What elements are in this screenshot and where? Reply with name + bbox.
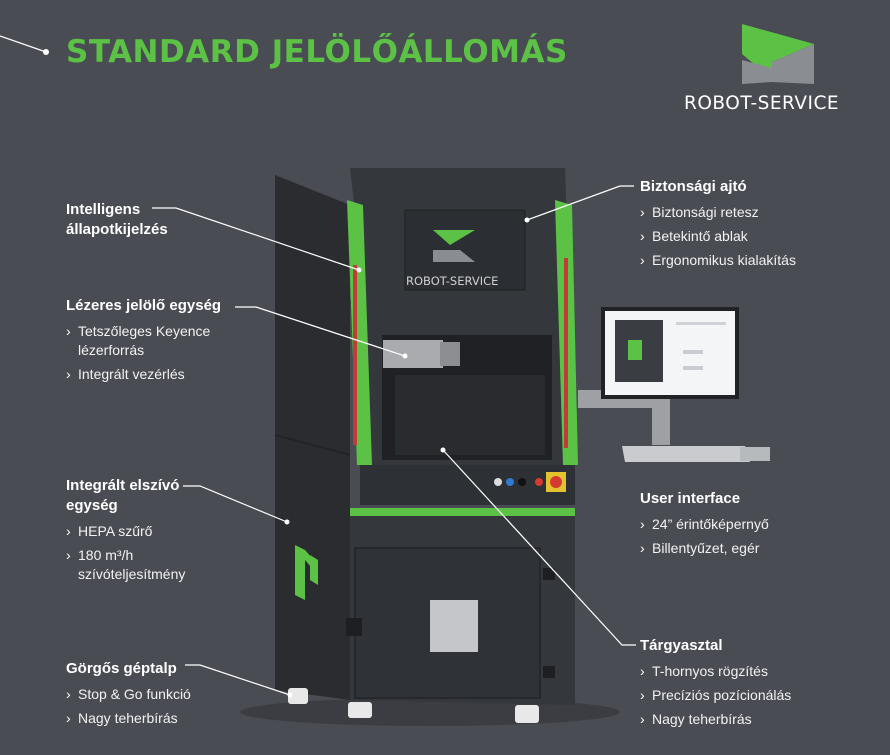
feature-heading: User interface [640, 490, 741, 507]
door-frame [350, 300, 570, 465]
hood-brand-text: ROBOT-SERVICE [406, 274, 498, 288]
feature-item: T-hornyos rögzítés [640, 662, 870, 681]
filter-grille [430, 600, 478, 652]
feature-heading: Integrált elszívó egység [66, 477, 180, 514]
monitor-screen [605, 311, 735, 395]
feature-work-table: Tárgyasztal T-hornyos rögzítés Precíziós… [640, 636, 870, 734]
hood-display-window [404, 209, 526, 291]
feature-item: Integrált vezérlés [66, 365, 296, 384]
handle-right [475, 306, 540, 316]
feature-item: Ergonomikus kialakítás [640, 251, 870, 270]
cabinet-side-panel [275, 175, 350, 700]
button-blue [506, 478, 514, 486]
side-logo-icon [295, 545, 318, 600]
green-band [350, 508, 575, 516]
laser-head [383, 340, 443, 368]
feature-item: Betekintő ablak [640, 227, 870, 246]
feature-item: Nagy teherbírás [640, 710, 870, 729]
brand-name: ROBOT-SERVICE [684, 93, 840, 114]
caster-right [515, 705, 539, 723]
feature-user-interface: User interface 24” érintőképernyő Billen… [640, 489, 870, 563]
feature-heading: Intelligens állapotkijelzés [66, 201, 168, 238]
control-panel [360, 465, 575, 505]
feature-item: Billentyűzet, egér [640, 539, 870, 558]
touch-monitor [601, 307, 739, 399]
chamber-floor [395, 375, 545, 455]
feature-item: Stop & Go funkció [66, 685, 296, 704]
feature-item: HEPA szűrő [66, 522, 296, 541]
feature-heading: Tárgyasztal [640, 637, 723, 654]
feature-status-display: Intelligens állapotkijelzés [66, 200, 296, 246]
brand-logo-icon [742, 24, 814, 84]
button-white [494, 478, 502, 486]
floor-shadow [240, 698, 620, 726]
work-chamber [382, 335, 552, 460]
feature-heading: Lézeres jelölő egység [66, 297, 222, 314]
feature-item: 180 m³/h szívóteljesítmény [66, 546, 208, 584]
feature-safety-door: Biztonsági ajtó Biztonsági retesz Beteki… [640, 177, 870, 275]
feature-extraction-unit: Integrált elszívó egység HEPA szűrő 180 … [66, 476, 296, 589]
handle-left [395, 306, 460, 316]
mouse-pad [740, 447, 770, 461]
feature-item: 24” érintőképernyő [640, 515, 870, 534]
hood [350, 168, 570, 300]
feature-item: Nagy teherbírás [66, 709, 296, 728]
button-black [518, 478, 526, 486]
feature-heading: Görgős géptalp [66, 660, 177, 677]
feature-laser-unit: Lézeres jelölő egység Tetszőleges Keyenc… [66, 296, 296, 389]
feature-item: Precíziós pozícionálás [640, 686, 870, 705]
keyboard [622, 446, 750, 462]
door-rail-left [347, 200, 372, 465]
page-title: STANDARD JELÖLŐÁLLOMÁS [66, 34, 568, 70]
feature-heading: Biztonsági ajtó [640, 178, 747, 195]
button-red [535, 478, 543, 486]
emergency-stop [546, 472, 566, 492]
feature-item: Biztonsági retesz [640, 203, 870, 222]
feature-item: Tetszőleges Keyence lézerforrás [66, 322, 238, 360]
door-rail-right [555, 200, 578, 465]
monitor-arm [578, 390, 658, 408]
lower-cabinet [350, 516, 575, 705]
hood-logo-icon [433, 230, 475, 262]
feature-castor-base: Görgős géptalp Stop & Go funkció Nagy te… [66, 659, 296, 733]
cabinet-door [354, 547, 541, 699]
caster-center [348, 702, 372, 718]
